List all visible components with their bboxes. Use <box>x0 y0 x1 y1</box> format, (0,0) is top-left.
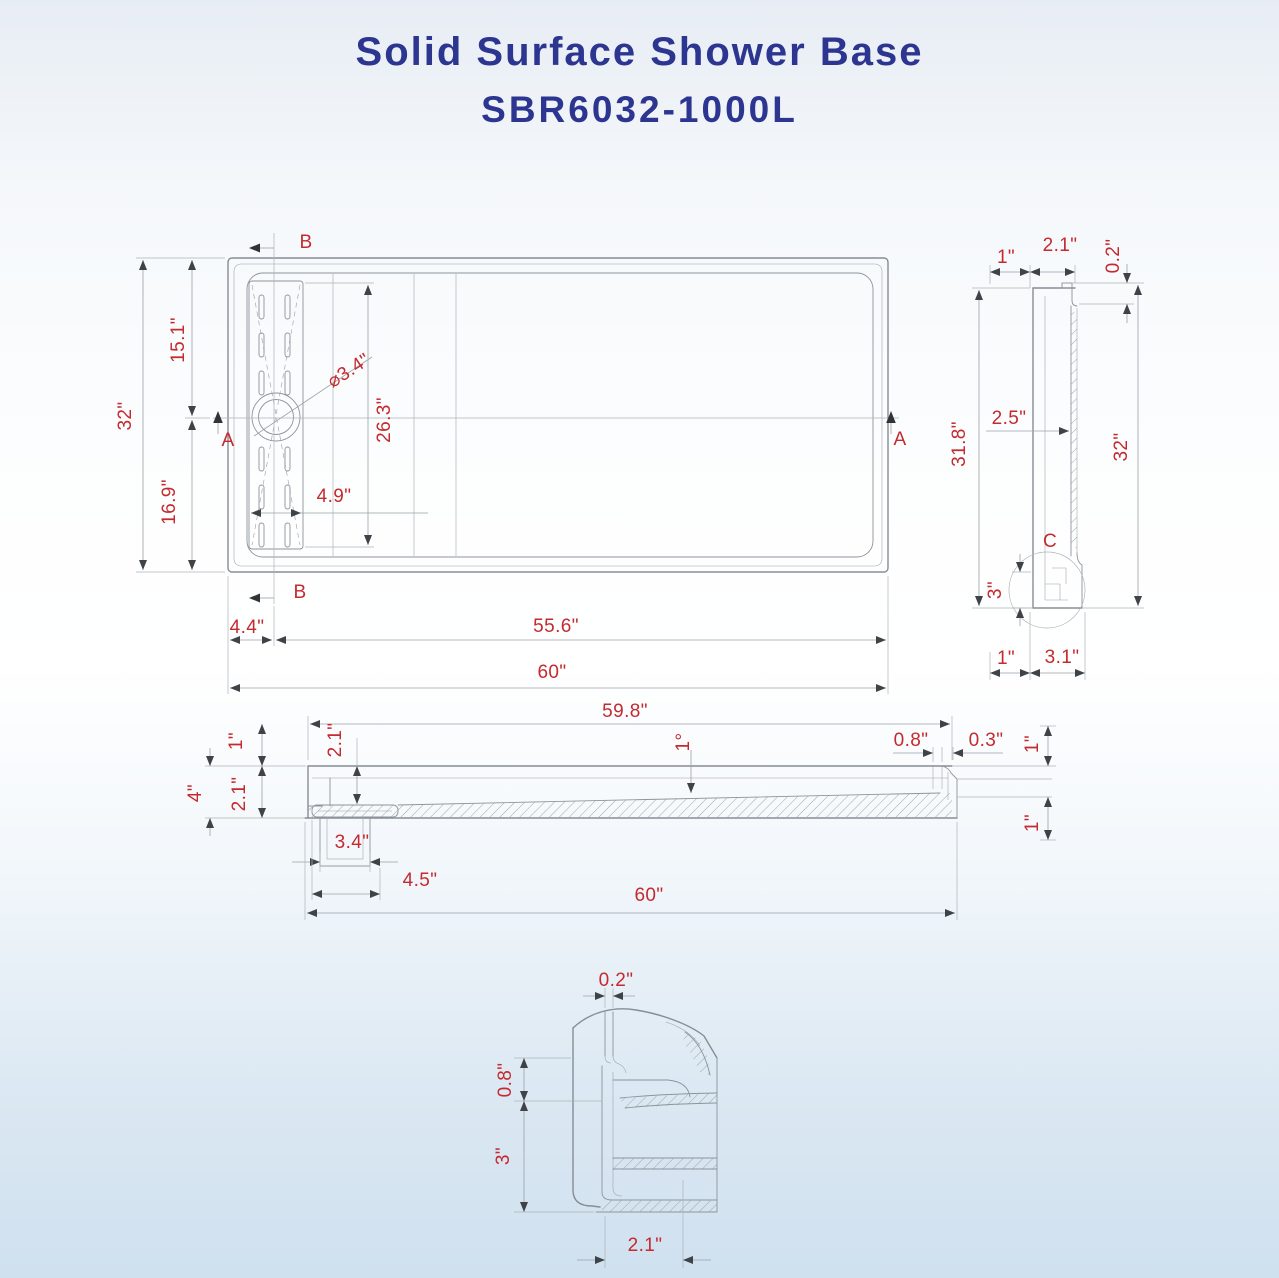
section-arrow-a-left <box>213 411 223 434</box>
drain-trap <box>319 816 371 867</box>
drain-circle <box>251 392 301 442</box>
section-arrow-b-bottom <box>249 593 274 603</box>
section-arrow-a-right <box>886 411 896 434</box>
side-view <box>972 264 1144 680</box>
front-section-view <box>205 716 1056 920</box>
detail-c-view <box>514 988 718 1268</box>
top-view <box>136 233 899 694</box>
detail-circle-c <box>1008 551 1086 629</box>
model-number: SBR6032-1000L <box>481 89 798 130</box>
title-block: Solid Surface Shower Base SBR6032-1000L <box>0 30 1279 131</box>
page-title: Solid Surface Shower Base <box>355 30 924 74</box>
section-arrow-b-top <box>249 243 274 253</box>
grate-slots <box>258 294 291 548</box>
